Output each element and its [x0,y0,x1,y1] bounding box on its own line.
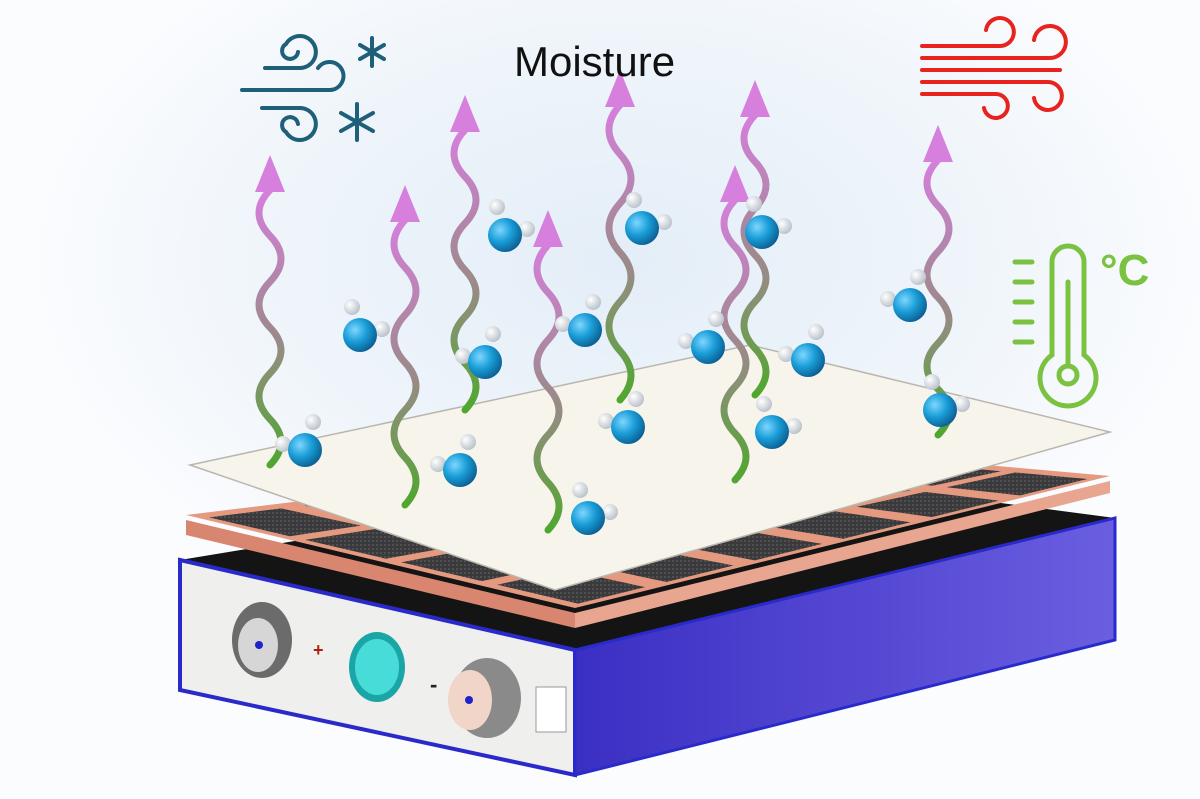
mesh-cell [856,491,1000,518]
water-molecule-icon [880,269,927,322]
water-molecule-icon [455,326,502,379]
water-molecule-icon [275,414,322,467]
water-molecule-icon [745,196,792,249]
membrane [187,344,1113,591]
mesh-cell [766,511,911,539]
water-molecule-icon [625,192,672,245]
water-molecule-icon [343,299,390,352]
wavy-arrow-icon [390,185,420,509]
wavy-arrow-icon [533,210,563,534]
mesh-cell [209,508,361,537]
temperature-unit-label: °C [1100,246,1150,295]
battery-side-face [573,516,1117,777]
hot-wind-icon [920,16,1068,120]
mesh-cell [305,528,456,559]
wavy-arrow-icon [923,125,953,439]
mesh-cell [946,472,1088,496]
wavy-arrow-icon [255,155,285,469]
water-molecules [275,192,970,535]
negative-terminal [448,658,521,738]
wavy-arrow-icon [605,70,635,404]
water-molecule-icon [571,482,618,535]
moisture-label: Moisture [514,38,676,85]
snowflake-icon [358,36,386,68]
water-molecule-icon [488,199,535,252]
safety-vent [349,632,405,702]
water-molecule-icon [755,396,802,449]
water-molecule-icon [555,294,602,347]
positive-label: + [313,640,324,660]
positive-terminal [232,602,292,678]
water-molecule-icon [678,311,725,364]
cold-wind-icon [240,34,386,142]
snowflake-icon [339,102,375,142]
wavy-arrow-icon [720,165,750,484]
water-molecule-icon [430,434,477,487]
battery-logo [535,686,567,733]
negative-label: - [430,672,437,697]
water-molecule-icon [923,374,970,427]
water-molecule-icon [778,324,825,377]
thermometer-icon [1012,243,1099,409]
water-molecule-icon [598,391,645,444]
wavy-arrow-icon [740,80,770,399]
